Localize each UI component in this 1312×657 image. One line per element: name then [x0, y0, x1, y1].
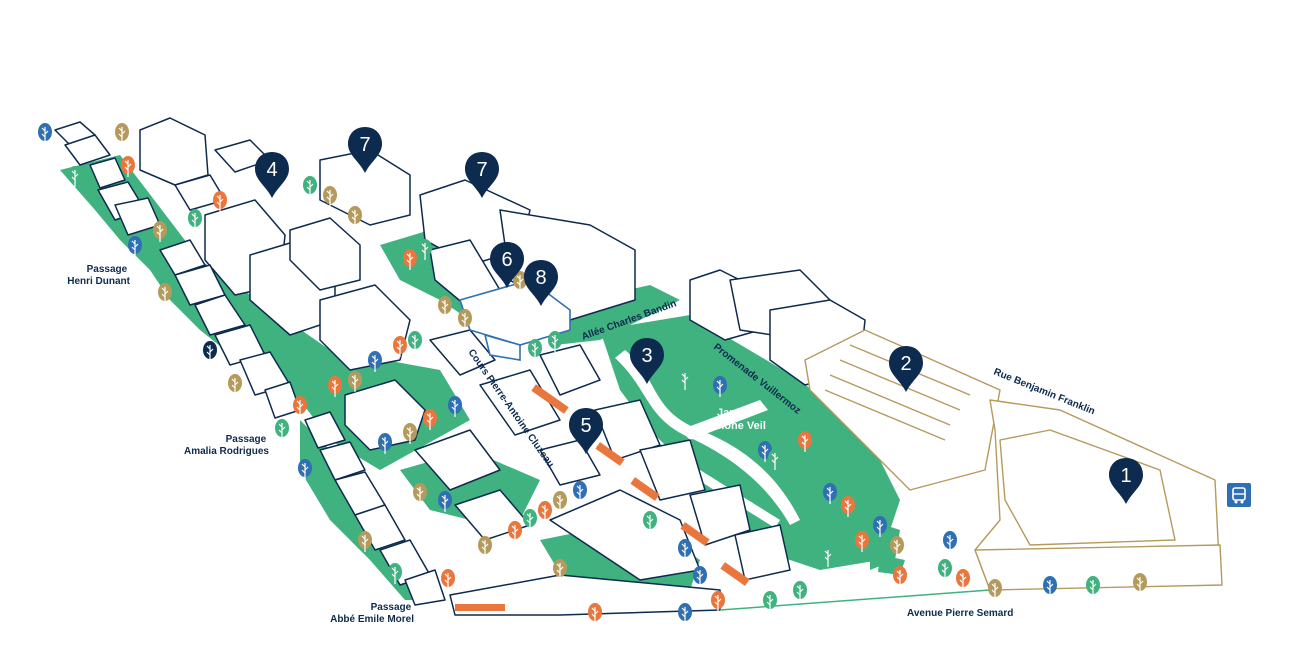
- map-pin-4[interactable]: 4: [255, 152, 289, 198]
- map-pin-7-left[interactable]: 7: [348, 127, 382, 173]
- svg-text:3: 3: [641, 345, 652, 367]
- map-pin-8[interactable]: 8: [524, 260, 558, 306]
- svg-text:7: 7: [476, 159, 487, 181]
- existing-buildings: [54, 117, 866, 616]
- map-pin-7-right[interactable]: 7: [465, 152, 499, 198]
- svg-text:7: 7: [359, 134, 370, 156]
- bus-icon[interactable]: [1227, 483, 1251, 507]
- crossings: [455, 384, 750, 611]
- map-pin-1[interactable]: 1: [1109, 458, 1143, 504]
- svg-text:1: 1: [1120, 465, 1131, 487]
- avenue-pierre-semard-line: [719, 589, 991, 611]
- svg-text:5: 5: [580, 415, 591, 437]
- map-pin-5[interactable]: 5: [569, 408, 603, 454]
- garden-label-jardin-simone-veil: Jardin Simone Veil: [704, 407, 766, 432]
- map-pins: 1 2 3 4 5 6 7 7: [255, 127, 1143, 504]
- svg-text:8: 8: [535, 267, 546, 289]
- svg-text:2: 2: [900, 353, 911, 375]
- svg-text:6: 6: [501, 249, 512, 271]
- street-passage-henri-dunant: Passage Henri Dunant: [67, 264, 130, 287]
- map-pin-6[interactable]: 6: [490, 242, 524, 288]
- new-development: [804, 329, 1223, 591]
- street-avenue-pierre-semard: Avenue Pierre Semard: [907, 608, 1013, 619]
- street-passage-amalia-rodrigues: Passage Amalia Rodrigues: [184, 434, 269, 457]
- street-passage-abbe-emile-morel: Passage Abbé Emile Morel: [330, 602, 414, 625]
- svg-text:4: 4: [266, 159, 277, 181]
- map-pin-3[interactable]: 3: [630, 338, 664, 384]
- map-pin-2[interactable]: 2: [889, 346, 923, 392]
